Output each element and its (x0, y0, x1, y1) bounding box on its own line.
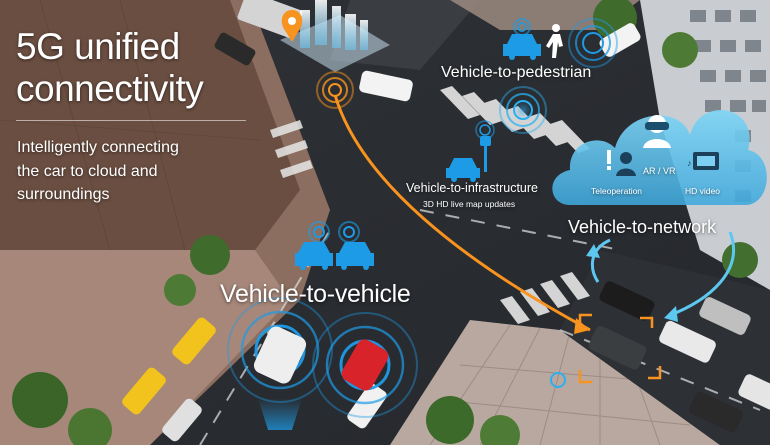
signal-ring-icon (475, 120, 495, 140)
signal-ring-icon (499, 86, 547, 134)
label-vehicle-to-vehicle: Vehicle-to-vehicle (220, 280, 411, 308)
subtitle-line-3: surroundings (17, 186, 110, 203)
downlink-arrow (667, 231, 736, 318)
background-cars (122, 0, 770, 442)
sidewalk-left (0, 250, 290, 445)
cloud-network (552, 109, 767, 205)
label-map-updates: 3D HD live map updates (423, 199, 516, 209)
signal-ring-icon (308, 221, 360, 243)
building-roof-left (0, 0, 300, 250)
car-icon (295, 242, 333, 270)
teleoperation-icon (607, 150, 636, 176)
roof-lines (0, 0, 261, 251)
subtitle-line-2: the car to cloud and (17, 163, 158, 180)
car-icon (503, 34, 541, 60)
headline-divider (16, 120, 246, 121)
label-ar-vr: AR / VR (643, 166, 676, 176)
label-vehicle-to-pedestrian: Vehicle-to-pedestrian (441, 64, 592, 81)
signal-ring-icon (316, 71, 354, 109)
headline-line-1: 5G unified (16, 26, 180, 67)
label-vehicle-to-infrastructure: Vehicle-to-infrastructure (406, 181, 539, 195)
label-vehicle-to-network: Vehicle-to-network (568, 217, 717, 237)
car-icon (336, 242, 374, 270)
uplink-arrow (590, 238, 611, 283)
white-connected-car (253, 326, 307, 384)
crosswalk-west (270, 120, 313, 178)
vr-headset-icon (643, 115, 671, 148)
label-hd-video: HD video (685, 186, 720, 196)
location-pin-icon (281, 10, 303, 42)
building-icon (280, 0, 390, 72)
data-path-arrow (333, 94, 591, 332)
car-icon (446, 158, 480, 182)
pedestrian-icon (546, 24, 563, 58)
signal-ring-icon (550, 372, 566, 388)
svg-text:♪: ♪ (687, 158, 692, 168)
label-teleoperation: Teleoperation (591, 186, 643, 196)
sidewalk-north-right (450, 0, 640, 30)
uplink-arrowhead (586, 244, 600, 258)
data-path-arrowhead (574, 318, 590, 334)
headline-line-2: connectivity (16, 68, 204, 109)
building-right-windows (690, 10, 766, 202)
signal-ring-icon (513, 18, 531, 36)
signal-beam (258, 398, 302, 430)
red-connected-car (341, 339, 389, 391)
downlink-arrowhead (664, 306, 678, 322)
hd-video-icon: ♪ (687, 152, 719, 170)
subtitle-line-1: Intelligently connecting (17, 139, 179, 156)
signal-ring-icon (568, 18, 618, 68)
highlighted-vehicle (578, 313, 662, 384)
